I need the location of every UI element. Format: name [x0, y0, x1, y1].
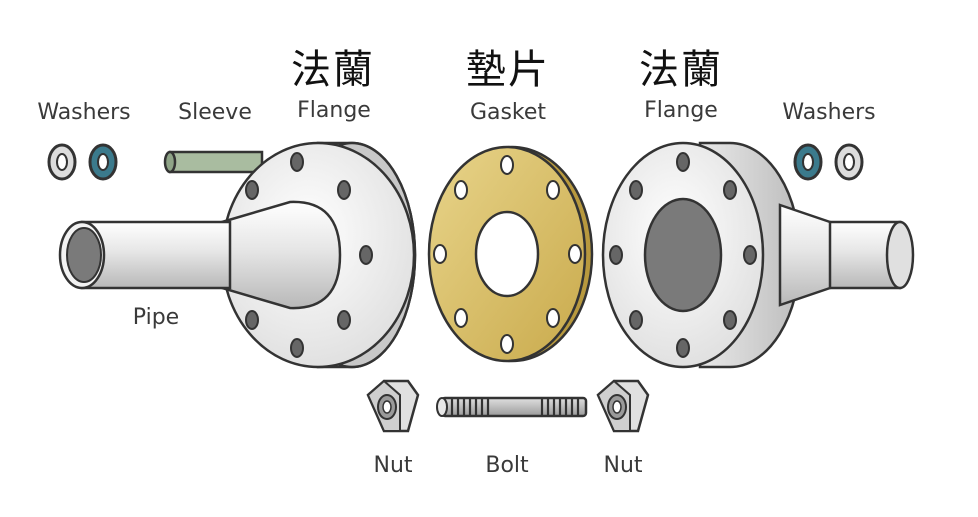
pipe: [58, 220, 232, 290]
gasket-label: Gasket: [469, 100, 547, 125]
flange-left: [220, 141, 417, 369]
flange-chinese-label-left: 法蘭: [291, 47, 375, 93]
gasket-chinese-label: 墊片: [466, 47, 550, 93]
bolt-label: Bolt: [485, 453, 529, 478]
nut-left: [366, 379, 420, 433]
bolt: [436, 396, 588, 418]
washers-left: [47, 143, 118, 181]
nut-label-left: Nut: [373, 453, 413, 478]
flange-label-right: Flange: [644, 98, 718, 123]
flange-chinese-label-right: 法蘭: [639, 47, 723, 93]
nut-right: [596, 379, 650, 433]
washers-right: [793, 143, 864, 181]
nut-label-right: Nut: [603, 453, 643, 478]
washers-label-left: Washers: [37, 100, 131, 125]
sleeve-label: Sleeve: [178, 100, 252, 125]
flange-right: [601, 141, 832, 369]
pipe-label: Pipe: [132, 305, 180, 330]
washers-label-right: Washers: [782, 100, 876, 125]
flange-label-left: Flange: [297, 98, 371, 123]
gasket: [427, 145, 594, 363]
sleeve: [163, 150, 264, 174]
